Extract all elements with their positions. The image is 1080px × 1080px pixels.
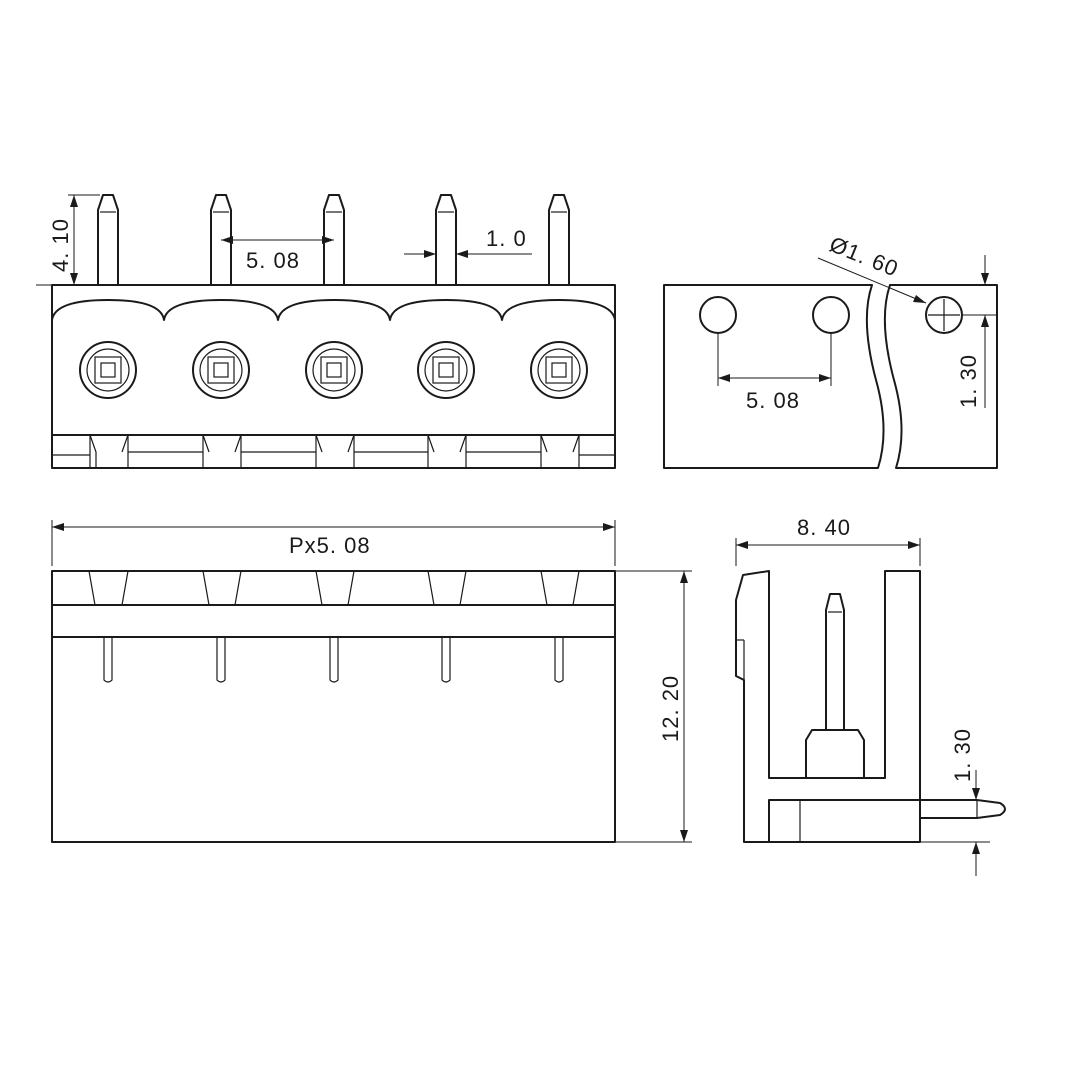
side-view: 8. 40 1. 30: [735, 515, 1006, 876]
top-view: Px5. 08 12. 20: [51, 520, 692, 843]
hole-view-body-left: [663, 284, 885, 469]
dim-top-pitch: 5. 08: [221, 236, 334, 273]
dim-side-width-label: 8. 40: [797, 515, 851, 540]
dim-top-pitch-label: 5. 08: [246, 248, 300, 273]
hole-view-body-right: [883, 284, 998, 469]
top-view-pins: [103, 637, 564, 683]
pin-base: [768, 799, 921, 843]
dim-pin-width-label: 1. 0: [486, 226, 527, 251]
latch-strip: [51, 434, 616, 468]
front-body: [51, 284, 616, 469]
dim-hole-pitch: 5. 08: [717, 333, 832, 413]
side-pin-tail: [919, 799, 1006, 819]
top-view-slots: [88, 570, 580, 606]
hole-pattern-view: 5. 08 Ø1. 60 1. 30: [663, 231, 998, 469]
dim-side-pin-offset: 1. 30: [920, 728, 990, 876]
dim-total-length-label: Px5. 08: [289, 533, 371, 558]
hole: [699, 296, 737, 334]
dim-body-height: 12. 20: [615, 570, 692, 843]
dim-side-pin-offset-label: 1. 30: [950, 728, 975, 782]
hole: [812, 296, 850, 334]
dim-hole-offset-label: 1. 30: [956, 354, 981, 408]
pin-collar: [805, 729, 865, 779]
dim-pin-width: 1. 0: [404, 226, 532, 258]
dim-side-width: 8. 40: [735, 515, 921, 566]
dim-pin-height: 4. 10: [36, 194, 100, 286]
dim-pin-height-label: 4. 10: [48, 218, 73, 272]
dim-hole-diameter: Ø1. 60: [817, 231, 927, 304]
dim-hole-offset: 1. 30: [956, 255, 998, 408]
side-view-pin: [825, 593, 845, 731]
dim-hole-pitch-label: 5. 08: [746, 388, 800, 413]
dim-hole-diameter-label: Ø1. 60: [826, 231, 902, 281]
dim-body-height-label: 12. 20: [658, 675, 683, 742]
scalloped-edge: [51, 299, 616, 321]
dim-total-length: Px5. 08: [51, 520, 616, 566]
front-view: 4. 10 5. 08 1. 0: [36, 194, 616, 469]
screw-heads: [79, 341, 588, 399]
top-view-body: [51, 570, 616, 843]
